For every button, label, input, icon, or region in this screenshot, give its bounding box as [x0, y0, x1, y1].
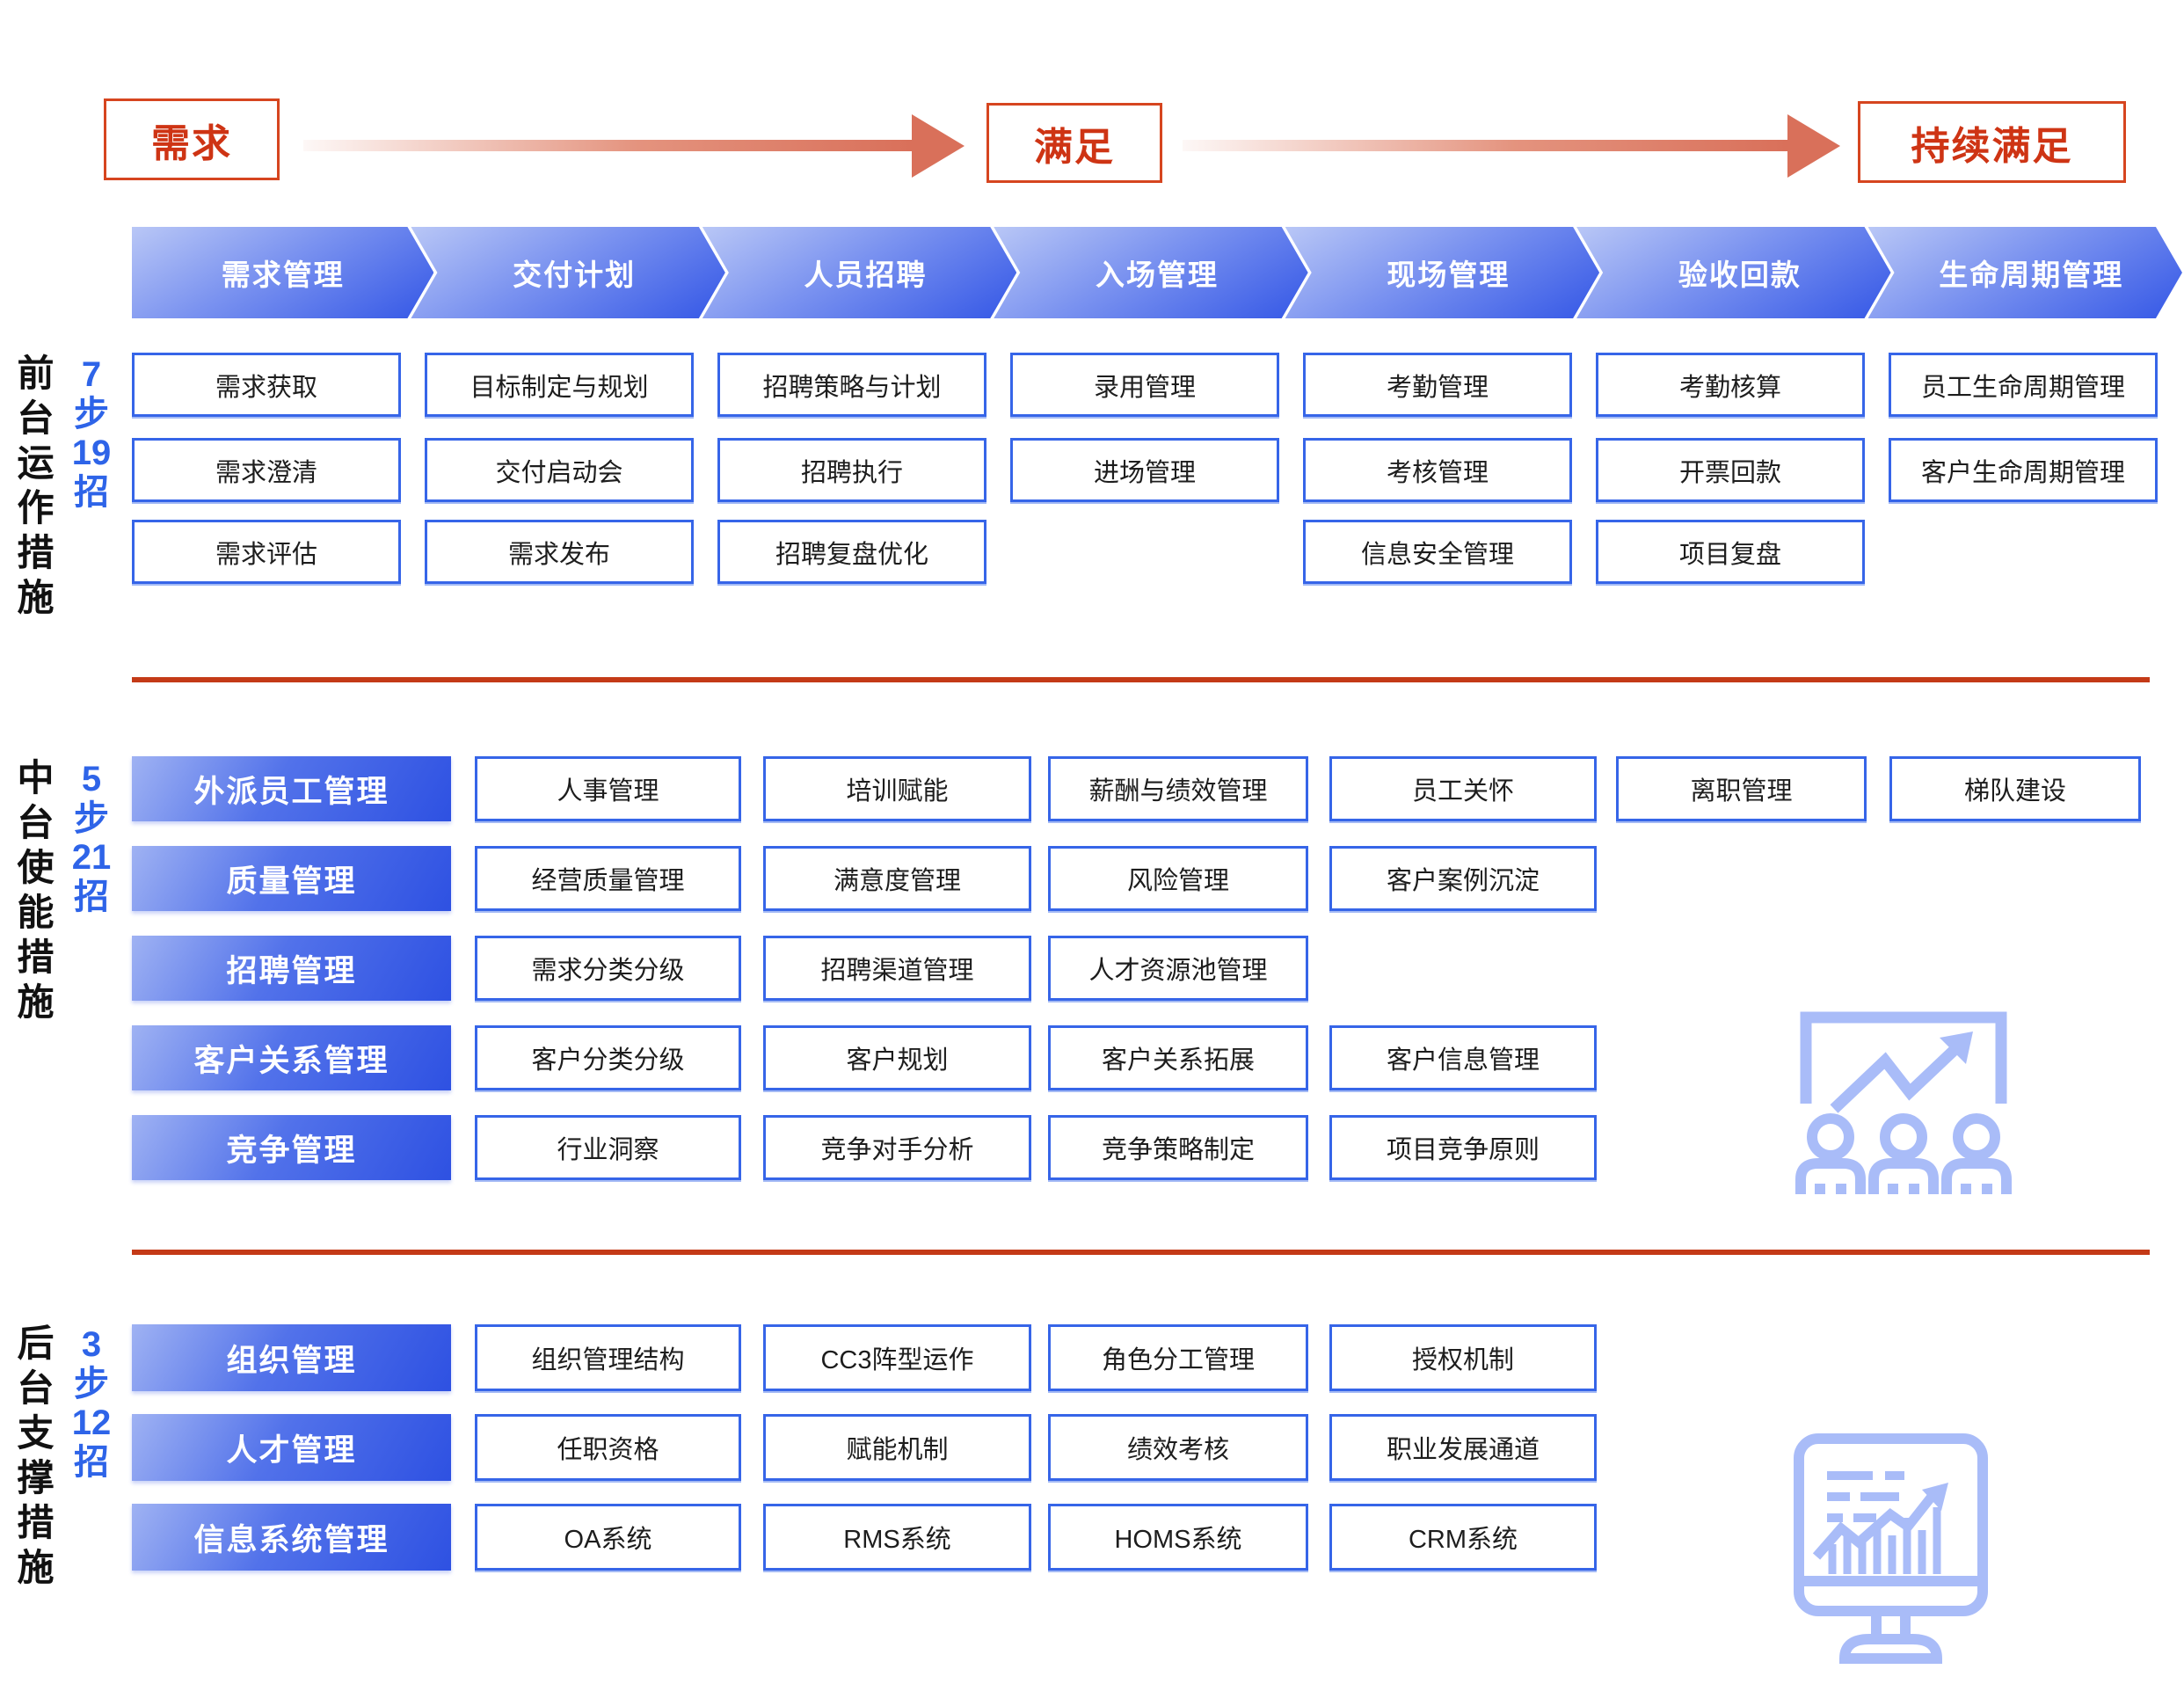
task-box: 人事管理 — [475, 756, 741, 821]
team-growth-board-icon — [1795, 1011, 2012, 1194]
section-back-stat: 3 步 12 招 — [63, 1325, 120, 1482]
task-box: 客户信息管理 — [1329, 1025, 1597, 1090]
task-box: 竞争策略制定 — [1048, 1115, 1308, 1180]
task-box: 经营质量管理 — [475, 846, 741, 911]
phase-chevron: 生命周期管理 — [1868, 227, 2182, 318]
task-box: 考核管理 — [1303, 438, 1572, 502]
flow-arrow-icon — [1183, 140, 1787, 151]
task-box: CC3阵型运作 — [763, 1324, 1031, 1391]
phase-chevron: 现场管理 — [1285, 227, 1599, 318]
flow-stage-demand: 需求 — [104, 98, 280, 180]
section-middle-label: 中台使能措施 — [12, 758, 54, 1027]
task-box: 开票回款 — [1596, 438, 1865, 502]
section-back-label: 后台支撑措施 — [12, 1323, 54, 1593]
section-middle-stat: 5 步 21 招 — [63, 760, 120, 916]
flow-arrowhead-icon — [912, 114, 965, 178]
phase-chevron: 交付计划 — [411, 227, 724, 318]
task-box: 交付启动会 — [425, 438, 694, 502]
task-box: 考勤核算 — [1596, 353, 1865, 417]
task-box: 录用管理 — [1010, 353, 1279, 417]
task-box: CRM系统 — [1329, 1504, 1597, 1571]
section-front-stat: 7 步 19 招 — [63, 355, 120, 512]
task-box: 竞争对手分析 — [763, 1115, 1031, 1180]
task-box: 角色分工管理 — [1048, 1324, 1308, 1391]
task-box: 职业发展通道 — [1329, 1414, 1597, 1481]
task-box: 客户案例沉淀 — [1329, 846, 1597, 911]
phase-chevron: 人员招聘 — [703, 227, 1016, 318]
task-box: 信息安全管理 — [1303, 520, 1572, 584]
task-box: 需求获取 — [132, 353, 401, 417]
task-box: 需求发布 — [425, 520, 694, 584]
flow-stage-satisfy: 满足 — [986, 103, 1162, 183]
phase-chevron: 需求管理 — [132, 227, 433, 318]
task-box: HOMS系统 — [1048, 1504, 1308, 1571]
stat-token: 招 — [74, 1442, 109, 1482]
stat-token: 3 — [81, 1325, 102, 1364]
task-box: 需求澄清 — [132, 438, 401, 502]
task-box: 项目竞争原则 — [1329, 1115, 1597, 1180]
stat-token: 5 — [81, 760, 102, 798]
category-header: 质量管理 — [132, 846, 451, 911]
category-header: 竞争管理 — [132, 1115, 451, 1180]
task-box: 招聘复盘优化 — [717, 520, 986, 584]
category-header: 信息系统管理 — [132, 1504, 451, 1571]
stat-token: 招 — [74, 472, 109, 512]
task-box: 梯队建设 — [1889, 756, 2141, 821]
category-header: 招聘管理 — [132, 936, 451, 1001]
task-box: 客户关系拓展 — [1048, 1025, 1308, 1090]
category-header: 客户关系管理 — [132, 1025, 451, 1090]
task-box: 目标制定与规划 — [425, 353, 694, 417]
stat-token: 步 — [74, 394, 109, 434]
task-box: 招聘执行 — [717, 438, 986, 502]
stat-token: 招 — [74, 877, 109, 916]
task-box: 需求分类分级 — [475, 936, 741, 1001]
task-box: 人才资源池管理 — [1048, 936, 1308, 1001]
flow-arrowhead-icon — [1787, 114, 1840, 178]
task-box: 需求评估 — [132, 520, 401, 584]
task-box: 考勤管理 — [1303, 353, 1572, 417]
task-box: 满意度管理 — [763, 846, 1031, 911]
monitor-analytics-icon — [1794, 1433, 1988, 1664]
section-divider — [132, 1250, 2150, 1255]
task-box: 绩效考核 — [1048, 1414, 1308, 1481]
task-box: 招聘渠道管理 — [763, 936, 1031, 1001]
task-box: 客户分类分级 — [475, 1025, 741, 1090]
task-box: RMS系统 — [763, 1504, 1031, 1571]
category-header: 外派员工管理 — [132, 756, 451, 821]
task-box: 进场管理 — [1010, 438, 1279, 502]
category-header: 人才管理 — [132, 1414, 451, 1481]
stat-token: 步 — [74, 1364, 109, 1403]
task-box: 风险管理 — [1048, 846, 1308, 911]
stat-token: 7 — [81, 355, 102, 394]
phase-bar: 需求管理 交付计划 人员招聘 入场管理 现场管理 验收回款 生命周期管理 — [132, 227, 2182, 318]
stat-token: 12 — [71, 1403, 112, 1443]
task-box: 薪酬与绩效管理 — [1048, 756, 1308, 821]
section-divider — [132, 677, 2150, 682]
task-box: 招聘策略与计划 — [717, 353, 986, 417]
task-box: 授权机制 — [1329, 1324, 1597, 1391]
flow-arrow-icon — [303, 140, 912, 151]
stat-token: 步 — [74, 798, 109, 838]
stat-token: 21 — [71, 838, 112, 878]
flow-stage-continuous-satisfy: 持续满足 — [1858, 101, 2126, 183]
task-box: 赋能机制 — [763, 1414, 1031, 1481]
category-header: 组织管理 — [132, 1324, 451, 1391]
section-front-label: 前台运作措施 — [12, 354, 54, 623]
task-box: 培训赋能 — [763, 756, 1031, 821]
task-box: 项目复盘 — [1596, 520, 1865, 584]
task-box: OA系统 — [475, 1504, 741, 1571]
task-box: 离职管理 — [1616, 756, 1867, 821]
stat-token: 19 — [71, 434, 112, 473]
task-box: 客户规划 — [763, 1025, 1031, 1090]
task-box: 客户生命周期管理 — [1889, 438, 2158, 502]
task-box: 组织管理结构 — [475, 1324, 741, 1391]
task-box: 任职资格 — [475, 1414, 741, 1481]
task-box: 员工关怀 — [1329, 756, 1597, 821]
task-box: 员工生命周期管理 — [1889, 353, 2158, 417]
phase-chevron: 验收回款 — [1576, 227, 1890, 318]
phase-chevron: 入场管理 — [994, 227, 1307, 318]
task-box: 行业洞察 — [475, 1115, 741, 1180]
